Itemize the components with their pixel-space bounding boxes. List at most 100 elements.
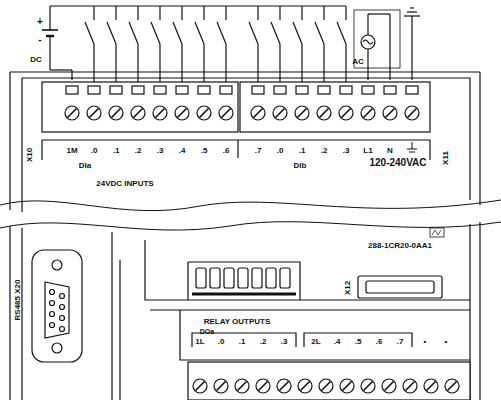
- switch-blade: [129, 22, 138, 44]
- switch-blade: [217, 22, 226, 44]
- terminal-screw: [131, 106, 145, 120]
- terminal-screw: [298, 379, 312, 393]
- wire: [159, 44, 160, 82]
- terminal-screw: [197, 106, 211, 120]
- label: .3: [157, 147, 164, 155]
- label: .2: [260, 338, 267, 346]
- terminal-screw: [295, 106, 309, 120]
- terminal-screw: [405, 106, 419, 120]
- wire: [323, 44, 324, 82]
- terminal-screw: [219, 106, 233, 120]
- switch-blade: [107, 22, 116, 44]
- terminal-tab: [110, 86, 122, 94]
- terminal-screw: [256, 379, 270, 393]
- label: .6: [376, 338, 383, 346]
- wire: [181, 44, 182, 82]
- wire: [93, 6, 94, 20]
- terminal-screw: [403, 379, 417, 393]
- terminal-screw: [361, 379, 375, 393]
- terminal-screw: [87, 106, 101, 120]
- label: •: [445, 338, 448, 346]
- label: DC: [30, 56, 42, 64]
- connector-bar: [192, 293, 296, 296]
- switch-blade: [293, 22, 302, 44]
- terminal-screw: [383, 106, 397, 120]
- label: .1: [239, 338, 246, 346]
- terminal-tab: [274, 86, 286, 94]
- terminal-screw: [175, 106, 189, 120]
- label: +: [37, 17, 43, 27]
- terminal-tab: [252, 86, 264, 94]
- terminal-tab: [340, 86, 352, 94]
- terminal-tab: [88, 86, 100, 94]
- wire: [323, 6, 324, 20]
- wire: [115, 44, 116, 82]
- terminal-screw: [319, 379, 333, 393]
- label: .0: [277, 147, 284, 155]
- terminal-tab: [220, 86, 232, 94]
- wire: [257, 6, 258, 20]
- terminal-screw: [339, 106, 353, 120]
- label: DOa: [200, 328, 214, 335]
- terminal-tab: [362, 86, 374, 94]
- label: .7: [255, 147, 262, 155]
- switch-blade: [195, 22, 204, 44]
- label: .7: [397, 338, 404, 346]
- wire: [279, 6, 280, 20]
- label: •: [424, 338, 427, 346]
- wire: [203, 6, 204, 20]
- switch-blade: [337, 22, 346, 44]
- connector-slot: [224, 268, 234, 288]
- terminal-tab: [296, 86, 308, 94]
- terminal-screw: [445, 379, 459, 393]
- terminal-screw: [153, 106, 167, 120]
- wire: [93, 44, 94, 82]
- terminal-tab: [154, 86, 166, 94]
- label: .2: [321, 147, 328, 155]
- label: X10: [26, 148, 34, 162]
- wire: [203, 44, 204, 82]
- terminal-screw: [277, 379, 291, 393]
- terminal-tab: [198, 86, 210, 94]
- terminal-tab: [176, 86, 188, 94]
- terminal-tab: [66, 86, 78, 94]
- label: N: [387, 147, 393, 155]
- label: X12: [344, 281, 352, 295]
- terminal-screw: [317, 106, 331, 120]
- wire: [115, 6, 116, 20]
- wire: [279, 44, 280, 82]
- label: .4: [179, 147, 186, 155]
- connector-slot: [252, 268, 262, 288]
- terminal-screw: [109, 106, 123, 120]
- label: 24VDC INPUTS: [94, 180, 155, 188]
- label: X11: [442, 151, 450, 165]
- wire: [137, 6, 138, 20]
- wire: [345, 6, 346, 20]
- label: 1M: [66, 147, 77, 155]
- wire: [137, 44, 138, 82]
- wire: [301, 6, 302, 20]
- label: .1: [299, 147, 306, 155]
- terminal-screw: [65, 106, 79, 120]
- label: .3: [343, 147, 350, 155]
- wire: [257, 44, 258, 82]
- label: -: [38, 35, 41, 45]
- label: RELAY OUTPUTS: [204, 318, 271, 326]
- switch-blade: [271, 22, 280, 44]
- label: .0: [218, 338, 225, 346]
- label: L1: [363, 147, 372, 155]
- label: 288-1CR20-0AA1: [368, 242, 432, 250]
- label: 120-240VAC: [367, 158, 428, 168]
- wire: [225, 44, 226, 82]
- label: .1: [113, 147, 120, 155]
- terminal-screw: [361, 106, 375, 120]
- terminal-tab: [132, 86, 144, 94]
- switch-blade: [249, 22, 258, 44]
- label: .0: [91, 147, 98, 155]
- label: .5: [355, 338, 362, 346]
- terminal-screw: [214, 379, 228, 393]
- connector-slot: [210, 268, 220, 288]
- label: AC: [352, 58, 364, 66]
- label: .5: [201, 147, 208, 155]
- switch-blade: [173, 22, 182, 44]
